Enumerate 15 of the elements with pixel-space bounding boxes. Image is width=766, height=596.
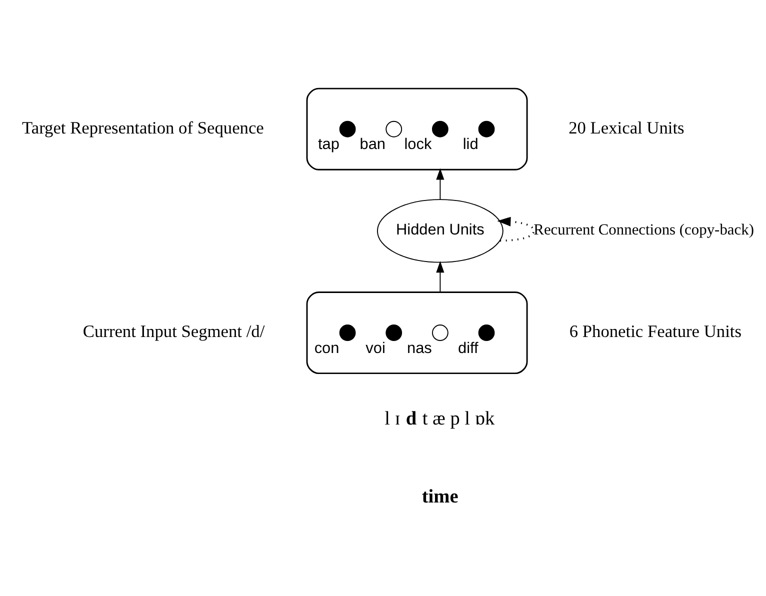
edge-label: Recurrent Connections (copy-back)	[534, 221, 754, 238]
node-label: con	[314, 339, 340, 356]
node-label: ban	[360, 136, 386, 153]
node-label: 6 Phonetic Feature Units	[569, 322, 742, 341]
node-label: lock	[404, 136, 432, 153]
node-label: tap	[318, 136, 340, 153]
node-label: voi	[366, 339, 386, 356]
node-label: nas	[406, 339, 432, 356]
node-label: lid	[462, 136, 478, 153]
node-label: Target Representation of Sequence	[22, 118, 264, 137]
node-label: 20 Lexical Units	[568, 118, 684, 137]
node-label: diff	[458, 339, 478, 356]
node-label: Current Input Segment /d/	[82, 322, 265, 341]
label: l ɪ d t æ p l ɒk	[384, 408, 495, 429]
label: time	[422, 486, 458, 508]
